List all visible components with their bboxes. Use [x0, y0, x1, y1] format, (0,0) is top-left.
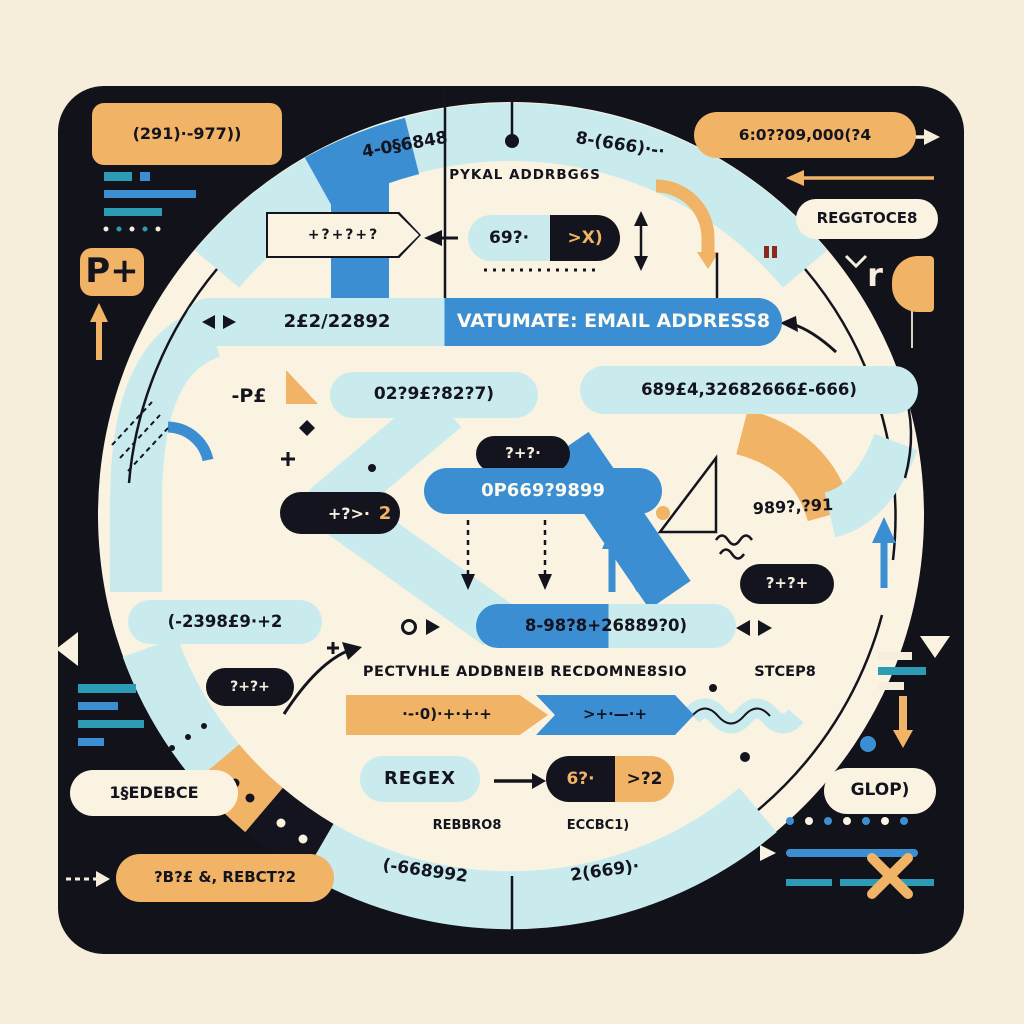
- glyph-icons: [169, 134, 777, 762]
- dark-pill-left-text: +?>·: [327, 503, 370, 523]
- blue-pill: 0P669?9899: [424, 468, 662, 514]
- blue-up-arrow-icon: [872, 517, 896, 543]
- bar-value: 2£2/22892: [283, 310, 391, 332]
- blue-dot-icon: [860, 736, 876, 752]
- up-arrow-icon: [602, 526, 622, 549]
- code-pill-right: >X): [567, 228, 603, 248]
- glop-pill: GLOP): [824, 768, 936, 814]
- bottom-right-cluster: [760, 817, 934, 899]
- wave-icon: [714, 534, 754, 546]
- dark-pill-bottom-left: ?+?+: [206, 668, 294, 706]
- sedebce-pill: 1§EDEBCE: [70, 770, 238, 816]
- r-glyph: r: [867, 256, 883, 295]
- regex-result-right: >?2: [626, 769, 663, 789]
- code-pill: 69?· >X): [468, 215, 620, 261]
- wavy-ribbon: [684, 698, 804, 734]
- ring-blue-segment: [304, 117, 420, 209]
- left-right-arrow-icon: [201, 314, 237, 334]
- orange-banner: ·-·0)·+·+·+: [346, 695, 548, 735]
- ring-bottom-arc: [304, 787, 777, 930]
- orange-arc-arrow: [655, 179, 719, 269]
- dark-pill-left-accent: 2: [378, 502, 392, 524]
- p-plus-blob: [80, 248, 144, 296]
- right-cluster: [860, 652, 926, 752]
- code-lines-left: [78, 684, 144, 746]
- top-dot-icon: [505, 134, 519, 148]
- small-right-arrow-icon: [760, 845, 776, 861]
- dark-pill-right: ?+?+: [740, 564, 834, 604]
- pill-027: 02?9£?82?7): [330, 372, 538, 418]
- steps-label: STCEP8: [754, 664, 816, 681]
- down-arrow-icon: [628, 576, 646, 592]
- subtitle: PYKAL ADDRBG6S: [449, 166, 601, 183]
- left-ribbon: [110, 307, 222, 592]
- ring-left-arc: [122, 636, 240, 782]
- edge-down-arrow-icon: [920, 636, 950, 658]
- code-snippet-box: (291)·-977)): [92, 103, 282, 165]
- blue-banner: >+·—·+: [536, 695, 694, 735]
- ring-dark-segment: [245, 787, 335, 875]
- right-code-pill: 6:0??09,000(?4: [694, 112, 916, 158]
- zigzag-banner-text: +?+?+?: [268, 214, 419, 256]
- rebct-pill: ?B?£ &, REBCT?2: [116, 854, 334, 902]
- bar-title: VATUMATE: EMAIL ADDRESS8: [456, 310, 771, 333]
- regex-result-pill: 6?· >?2: [546, 756, 674, 802]
- pill-689: 689£4,32682666£-666): [580, 366, 918, 414]
- validate-bar: 2£2/22892 VATUMATE: EMAIL ADDRESS8: [185, 298, 782, 346]
- p-plus-label: P+: [85, 251, 139, 292]
- zigzag-banner: +?+?+?: [266, 212, 421, 258]
- code-snippet-text: (291)·-977)): [132, 123, 242, 143]
- orange-half-pill: [892, 256, 934, 312]
- register-pill: REGGTOCE8: [796, 199, 938, 239]
- sparkle-icon: [281, 452, 295, 466]
- pill-left-mid: (-2398£9·+2: [128, 600, 322, 644]
- dark-pill-top: ?+?·: [476, 436, 570, 472]
- caption: PECTVHLE ADDBNEIB RECDOMNE8SIO: [362, 664, 688, 681]
- blue-arrows: [602, 526, 646, 592]
- orange-down-arrow-icon: [893, 730, 913, 748]
- code-pill-left: 69?·: [489, 228, 530, 248]
- regex-result-left: 6?·: [566, 769, 595, 789]
- pill-center: 8-98?8+26889?0): [476, 604, 736, 648]
- pl-label: -P£: [231, 385, 267, 408]
- diamond-icon: [299, 420, 315, 436]
- circle-play-icon: [401, 619, 417, 635]
- orange-triangle-icon: [286, 370, 318, 404]
- dark-arrows: [282, 211, 838, 789]
- left-right-arrow-icon: [736, 620, 750, 636]
- edge-left-arrow-icon: [56, 632, 78, 666]
- eccbc-label: ECCBC1): [566, 818, 630, 834]
- red-mark-icon: [764, 246, 769, 258]
- code-lines-top-left: [103, 172, 196, 232]
- rebbro-label: REBBRO8: [432, 818, 502, 834]
- regex-pill: REGEX: [360, 756, 480, 802]
- triangle-outline-icon: [657, 454, 718, 534]
- ring-orange-segment: [194, 744, 283, 833]
- dark-pill-left: +?>· 2: [280, 492, 400, 534]
